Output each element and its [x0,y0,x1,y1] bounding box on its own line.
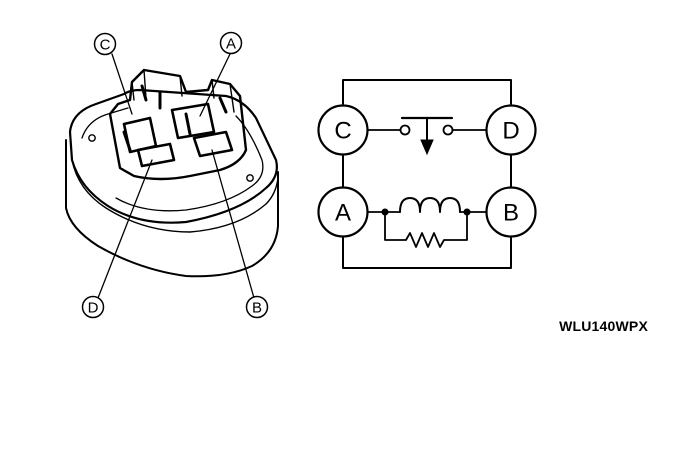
terminal-circle-a [317,186,369,238]
coil-icon [399,197,461,213]
terminal-cavity-d [136,142,176,168]
terminal-cavity-b [192,130,234,158]
terminal-label-a: A [335,200,351,227]
connector-shading [122,84,228,152]
callout-circle-d [81,295,105,319]
terminal-circle-b [485,186,537,238]
callout-label-d: D [88,300,99,317]
mounting-hole-left [88,134,96,142]
terminal-label-c: C [334,118,351,145]
terminal-d: D [485,104,537,156]
leader-line-d [97,159,153,299]
terminal-circle-c [317,104,369,156]
callout-label-b: B [252,300,262,317]
relay-body-skirt [65,139,279,278]
callout-label-c: C [100,37,111,54]
terminal-label-b: B [503,200,519,227]
figure-code: WLU140WPX [559,318,648,334]
terminal-label-d: D [502,118,519,145]
wire-bottom [342,236,512,269]
callout-a: A [219,31,243,55]
terminal-a: A [317,186,369,238]
relay-schematic: C D A B [317,79,537,269]
relay-edge [71,159,279,233]
relay-illustration: C A D B [65,31,279,319]
terminal-b: B [485,186,537,238]
switch-contact-left [399,124,411,136]
resistor-icon [384,211,468,248]
leader-line-c [111,53,133,115]
leader-line-a [199,53,231,117]
switch-arrow-icon [420,139,434,156]
callout-d: D [81,295,105,319]
terminal-circle-d [485,104,537,156]
callout-circle-a [219,31,243,55]
mounting-hole-right [246,174,254,182]
wire-top [342,79,512,105]
leader-line-b [211,149,255,299]
terminal-cavity-a [170,102,216,140]
callout-b: B [245,295,269,319]
callout-circle-b [245,295,269,319]
callout-label-a: A [226,36,236,53]
relay-inner-rim [81,107,264,212]
terminal-c: C [317,104,369,156]
connector-ribs [131,69,235,113]
connector-housing [108,68,248,181]
switch-contact-right [442,124,454,136]
callout-c: C [93,32,117,56]
callout-circle-c [93,32,117,56]
